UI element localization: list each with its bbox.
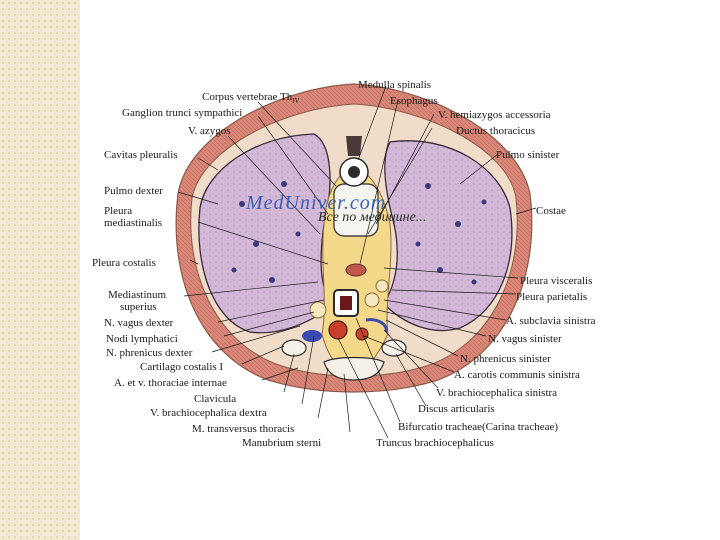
label-v-azygos: V. azygos — [188, 125, 231, 137]
leader-lines — [177, 85, 537, 439]
spinal-cord-center — [348, 166, 360, 178]
esophagus-shape — [345, 263, 367, 277]
anatomy-figure — [88, 74, 620, 458]
label-pleura-visceralis: Pleura visceralis — [520, 275, 593, 287]
label-n-phrenicus-dexter: N. phrenicus dexter — [106, 347, 193, 359]
label-manubrium: Manubrium sterni — [242, 437, 322, 449]
label-costae: Costae — [536, 205, 566, 217]
left-lung — [383, 140, 513, 332]
label-mediastinum-2: superius — [120, 301, 157, 313]
label-m-transversus: M. transversus thoracis — [192, 423, 295, 435]
brachiocephalic-trunk — [328, 320, 348, 340]
label-clavicula: Clavicula — [194, 393, 237, 405]
right-lung — [198, 133, 333, 334]
label-ganglion: Ganglion trunci sympathici — [122, 107, 243, 119]
label-medulla: Medulla spinalis — [358, 79, 432, 91]
label-a-subclavia: A. subclavia sinistra — [506, 315, 596, 327]
label-ductus: Ductus thoracicus — [456, 125, 536, 137]
lymph-node-3 — [375, 279, 389, 293]
brachiocephalic-vein-left — [365, 318, 388, 333]
label-cartilago: Cartilago costalis I — [140, 361, 224, 373]
lymph-node-2 — [364, 292, 380, 308]
trachea-lumen — [340, 296, 352, 310]
lymph-node-1 — [309, 301, 327, 319]
watermark-site: MedUniver.com — [246, 192, 387, 214]
label-a-et-v: A. et v. thoraciae internae — [114, 377, 227, 389]
lung-vessels — [231, 181, 487, 285]
label-n-phrenicus-sinister: N. phrenicus sinister — [460, 353, 551, 365]
label-v-hemiazygos: V. hemiazygos accessoria — [438, 109, 551, 121]
label-n-vagus-sinister: N. vagus sinister — [488, 333, 562, 345]
thorax-cross-section-illustration — [175, 83, 537, 439]
label-pulmo-dexter: Pulmo dexter — [104, 185, 163, 197]
clavicle-right — [281, 339, 307, 357]
brachiocephalic-vein-right — [302, 330, 322, 342]
label-esophagus: Esophagus — [390, 95, 438, 107]
label-pleura-parietalis: Pleura parietalis — [516, 291, 588, 303]
label-corpus-vertebrae: Corpus vertebrae ThIV — [202, 91, 300, 106]
label-pleura-med-1: Pleura — [104, 205, 133, 217]
label-bifurcatio: Bifurcatio tracheae(Carina tracheae) — [398, 421, 559, 433]
manubrium-shape — [323, 356, 385, 381]
spinous-process — [346, 136, 362, 156]
label-cavitas: Cavitas pleuralis — [104, 149, 178, 161]
label-mediastinum-1: Mediastinum — [108, 289, 167, 301]
label-truncus: Truncus brachiocephalicus — [376, 437, 494, 449]
carotid-artery — [355, 327, 369, 341]
label-a-carotis: A. carotis communis sinistra — [454, 369, 580, 381]
label-discus: Discus articularis — [418, 403, 495, 415]
label-pleura-costalis: Pleura costalis — [92, 257, 156, 269]
label-v-brachio-dextra: V. brachiocephalica dextra — [150, 407, 267, 419]
decorative-side-strip — [0, 0, 80, 540]
watermark-tagline: Все по медицине... — [318, 210, 427, 225]
label-nodi: Nodi lymphatici — [106, 333, 178, 345]
label-v-brachio-sinistra: V. brachiocephalica sinistra — [436, 387, 558, 399]
label-n-vagus-dexter: N. vagus dexter — [104, 317, 174, 329]
label-pulmo-sinister: Pulmo sinister — [496, 149, 560, 161]
label-pleura-med-2: mediastinalis — [104, 217, 163, 229]
